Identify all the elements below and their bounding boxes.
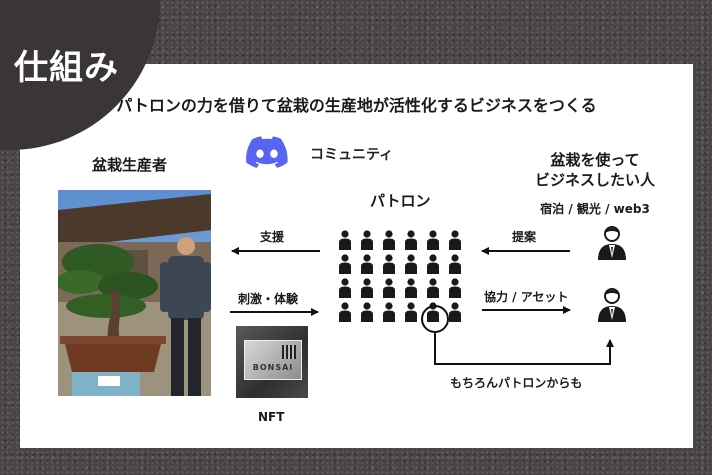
patron-figure-icon [378, 230, 400, 254]
patron-figure-icon [334, 254, 356, 278]
arrows-layer [230, 247, 614, 365]
producer-label: 盆栽生産者 [92, 156, 168, 174]
patron-figure-icon [444, 278, 466, 302]
community-label: コミュニティ [310, 147, 394, 163]
patron-figure-icon [356, 278, 378, 302]
business-user-icon-2 [598, 288, 626, 322]
patron-figure-icon [444, 230, 466, 254]
highlighted-patron-ring [421, 305, 449, 333]
business-user-icon-1 [598, 226, 626, 260]
qr-code-icon [282, 345, 296, 359]
business-user-line1: 盆栽を使って [550, 151, 640, 169]
patron-figure-icon [334, 278, 356, 302]
cooperation-label: 協力 / アセット [484, 290, 569, 304]
patron-figure-icon [378, 302, 400, 326]
business-user-line2: ビジネスしたい人 [534, 171, 655, 189]
patron-figure-icon [444, 302, 466, 326]
nft-image: BONSAI [236, 326, 308, 398]
nft-logo-text: BONSAI [252, 363, 294, 372]
from-patron-arrow [434, 332, 614, 365]
patron-figure-icon [400, 302, 422, 326]
diagram-title: パトロンの力を借りて盆栽の生産地が活性化するビジネスをつくる [116, 96, 597, 115]
patron-figure-icon [378, 254, 400, 278]
section-label: 仕組み [14, 48, 119, 88]
patron-figure-icon [422, 254, 444, 278]
patron-label: パトロン [370, 192, 431, 210]
from-patron-label: もちろんパトロンからも [450, 376, 583, 390]
stimulus-label: 刺激・体験 [238, 292, 299, 306]
patron-figure-icon [422, 230, 444, 254]
support-label: 支援 [260, 230, 285, 244]
patron-figure-icon [422, 278, 444, 302]
producer-photo [58, 190, 211, 396]
discord-icon [246, 136, 288, 168]
patron-figure-icon [334, 302, 356, 326]
section-corner: 仕組み [0, 0, 160, 150]
business-user-sub: 宿泊 / 観光 / web3 [540, 202, 650, 216]
proposal-label: 提案 [512, 230, 537, 244]
patron-grid [334, 230, 466, 326]
nft-plate: BONSAI [244, 340, 302, 380]
patron-figure-icon [400, 230, 422, 254]
patron-figure-icon [444, 254, 466, 278]
patron-figure-icon [334, 230, 356, 254]
patron-figure-icon [356, 302, 378, 326]
patron-figure-icon [400, 254, 422, 278]
diagram-card: パトロンの力を借りて盆栽の生産地が活性化するビジネスをつくる コミュニティ 盆栽… [20, 64, 693, 448]
nft-label: NFT [258, 410, 285, 424]
patron-figure-icon [400, 278, 422, 302]
patron-figure-icon [378, 278, 400, 302]
patron-figure-icon [356, 230, 378, 254]
business-user-label: 盆栽を使って ビジネスしたい人 [530, 150, 660, 190]
patron-figure-icon [356, 254, 378, 278]
